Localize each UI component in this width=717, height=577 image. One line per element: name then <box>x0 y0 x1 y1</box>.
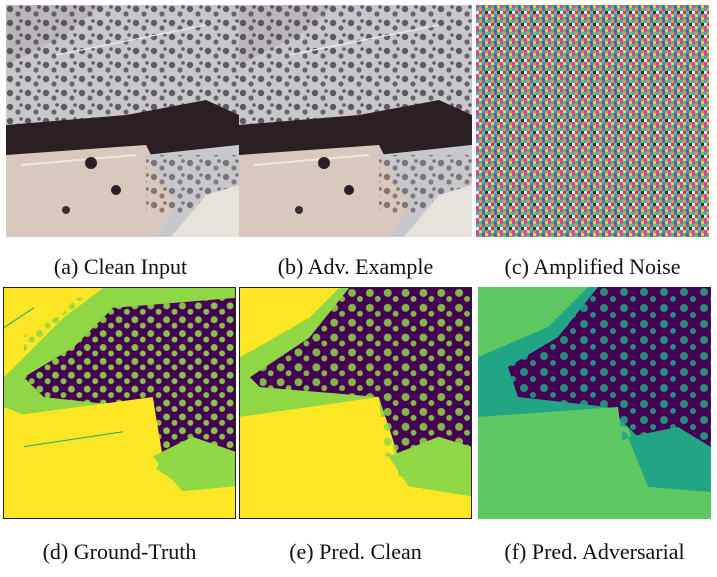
clean-input-image <box>6 5 239 237</box>
ground-truth-mask <box>3 287 236 519</box>
caption-amplified-noise: (c) Amplified Noise <box>504 254 681 279</box>
caption-prediction-adversarial: (f) Pred. Adversarial <box>504 539 685 564</box>
caption-prediction-clean: (e) Pred. Clean <box>289 539 422 564</box>
caption-adversarial-example: (b) Adv. Example <box>277 254 434 279</box>
prediction-adversarial-mask <box>478 287 711 519</box>
caption-clean-input: (a) Clean Input <box>53 254 188 279</box>
amplified-noise-image <box>476 5 709 237</box>
adversarial-example-image <box>239 5 472 237</box>
caption-ground-truth: (d) Ground-Truth <box>42 539 197 564</box>
prediction-clean-mask <box>239 287 472 519</box>
